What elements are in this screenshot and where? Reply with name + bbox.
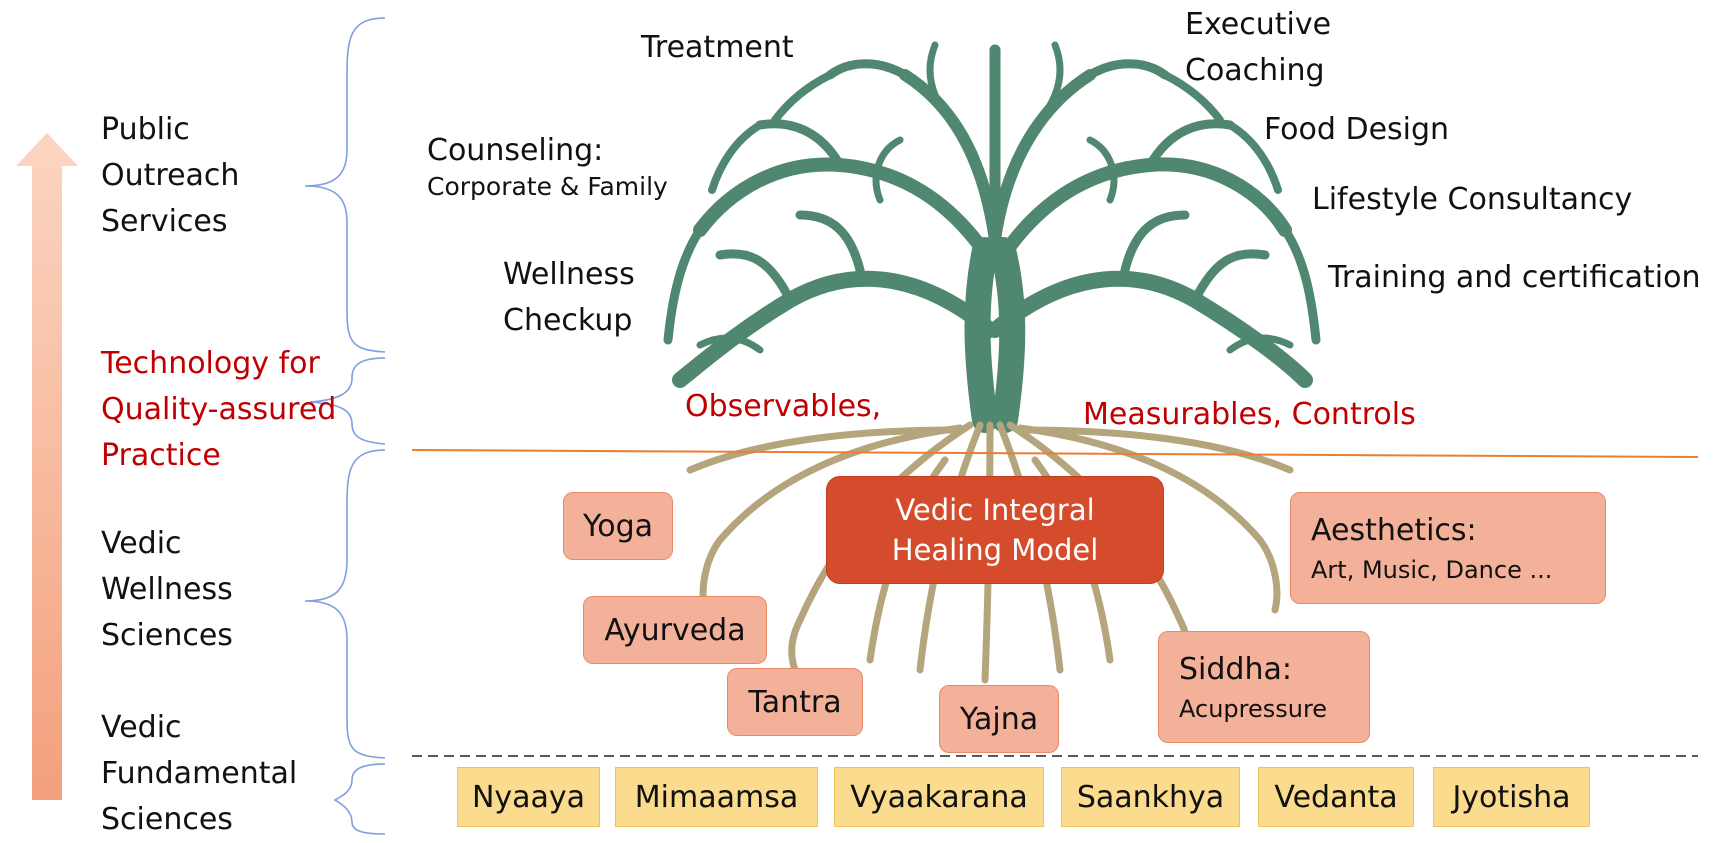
tree-roots-icon	[686, 421, 1294, 684]
service-wellness-checkup: Wellness Checkup	[503, 257, 635, 338]
science-box-ayurveda-label: Ayurveda	[604, 612, 746, 648]
science-box-yoga-label: Yoga	[582, 508, 654, 544]
layer-label-outreach: Public Outreach Services	[101, 112, 240, 239]
service-counseling-title: Counseling:	[427, 133, 604, 168]
science-box-siddha-subtitle: Acupressure	[1179, 694, 1328, 723]
upward-arrow-icon	[16, 133, 78, 800]
service-training-certification: Training and certification	[1328, 260, 1701, 295]
technology-observables: Observables,	[685, 389, 882, 424]
fundamental-box-jyotisha: Jyotisha	[1433, 767, 1590, 827]
service-counseling-subtitle: Corporate & Family	[427, 172, 668, 201]
ground-line	[411, 449, 1699, 458]
science-box-siddha: Siddha: Acupressure	[1158, 631, 1370, 743]
service-food-design: Food Design	[1264, 112, 1450, 147]
science-box-siddha-title: Siddha:	[1179, 651, 1292, 687]
fundamental-box-mimaamsa: Mimaamsa	[615, 767, 818, 827]
fundamental-box-saankhya: Saankhya	[1061, 767, 1240, 827]
science-box-aesthetics-title: Aesthetics:	[1311, 512, 1477, 548]
fundamental-box-vyaakarana: Vyaakarana	[834, 767, 1044, 827]
layer-label-wellness: Vedic Wellness Sciences	[101, 526, 233, 653]
model-box-vedic-integral-healing: Vedic Integral Healing Model	[826, 476, 1164, 584]
layer-label-fundamental: Vedic Fundamental Sciences	[101, 710, 298, 837]
service-executive-coaching: Executive Coaching	[1185, 7, 1332, 88]
science-box-yajna: Yajna	[939, 685, 1059, 753]
science-box-ayurveda: Ayurveda	[583, 596, 767, 664]
model-box-label: Vedic Integral Healing Model	[891, 493, 1099, 567]
science-box-aesthetics: Aesthetics: Art, Music, Dance ...	[1290, 492, 1606, 604]
science-box-aesthetics-subtitle: Art, Music, Dance ...	[1311, 555, 1553, 584]
layer-label-technology: Technology for Quality-assured Practice	[101, 346, 337, 473]
science-box-tantra-label: Tantra	[748, 684, 842, 720]
fundamental-box-vedanta: Vedanta	[1258, 767, 1414, 827]
science-box-tantra: Tantra	[727, 668, 863, 736]
layer-braces	[304, 17, 386, 835]
technology-measurables: Measurables, Controls	[1083, 397, 1416, 432]
service-counseling: Counseling: Corporate & Family	[427, 128, 668, 201]
service-lifestyle-consultancy: Lifestyle Consultancy	[1312, 182, 1633, 217]
science-box-yajna-label: Yajna	[959, 701, 1039, 737]
service-treatment: Treatment	[641, 30, 794, 65]
fundamental-box-nyaaya: Nyaaya	[457, 767, 600, 827]
tree-canopy-icon	[663, 41, 1321, 433]
science-box-yoga: Yoga	[563, 492, 673, 560]
